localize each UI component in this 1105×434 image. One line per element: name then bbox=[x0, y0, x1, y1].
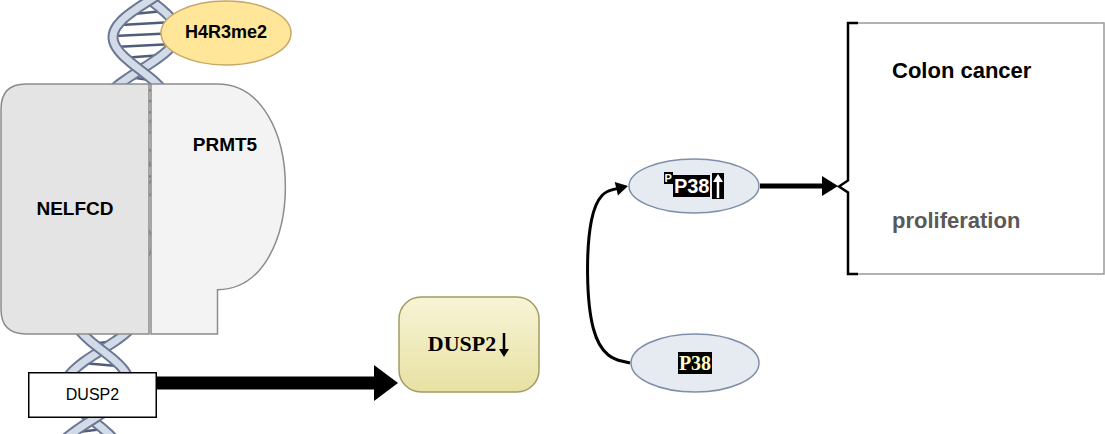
arrowhead bbox=[374, 365, 398, 401]
protein-shape: PRMT5 bbox=[150, 83, 300, 335]
node-content: NELFCD bbox=[0, 83, 150, 335]
node-content: PP38 bbox=[628, 158, 760, 214]
panel-outline bbox=[858, 23, 1104, 274]
connector-arrow bbox=[760, 176, 838, 196]
node-label: NELFCD bbox=[36, 199, 113, 220]
node-label: PRMT5 bbox=[193, 135, 257, 156]
connector-line bbox=[588, 188, 630, 363]
modification-ellipse: H4R3me2 bbox=[160, 0, 292, 66]
node-content: DUSP2 bbox=[28, 372, 157, 418]
node-content: P38 bbox=[630, 333, 760, 393]
protein-ellipse: PP38 bbox=[628, 158, 760, 214]
connector-line bbox=[760, 184, 824, 189]
bracket bbox=[839, 23, 858, 274]
node-label: DUSP2 bbox=[428, 332, 496, 356]
arrowhead bbox=[615, 182, 628, 196]
node-label: DUSP2 bbox=[66, 386, 119, 404]
connector-arrow bbox=[588, 182, 630, 363]
node-label: P38 bbox=[678, 352, 712, 374]
connector-arrow bbox=[157, 365, 398, 401]
protein-shape-outline bbox=[150, 83, 300, 335]
decrease-arrow bbox=[498, 332, 510, 358]
outcome-box: Colon cancer proliferation bbox=[838, 22, 1105, 275]
node-content: PRMT5 bbox=[150, 83, 300, 335]
outcome-text: proliferation bbox=[892, 208, 1020, 234]
increase-arrow bbox=[712, 173, 724, 199]
node-content: H4R3me2 bbox=[160, 0, 292, 66]
node-label: H4R3me2 bbox=[185, 23, 267, 43]
protein-shape: NELFCD bbox=[0, 83, 150, 335]
gene-box: DUSP2 bbox=[28, 372, 157, 418]
phospho-mark: P bbox=[664, 172, 673, 184]
protein-ellipse: P38 bbox=[630, 333, 760, 393]
gene-product-box: DUSP2 bbox=[398, 296, 540, 393]
arrowhead bbox=[822, 176, 838, 196]
node-label: P38 bbox=[673, 175, 711, 197]
node-content: DUSP2 bbox=[398, 296, 540, 393]
outcome-title: Colon cancer bbox=[892, 58, 1031, 84]
connector-line bbox=[157, 377, 378, 390]
node-content: Colon cancer proliferation bbox=[838, 22, 1105, 275]
